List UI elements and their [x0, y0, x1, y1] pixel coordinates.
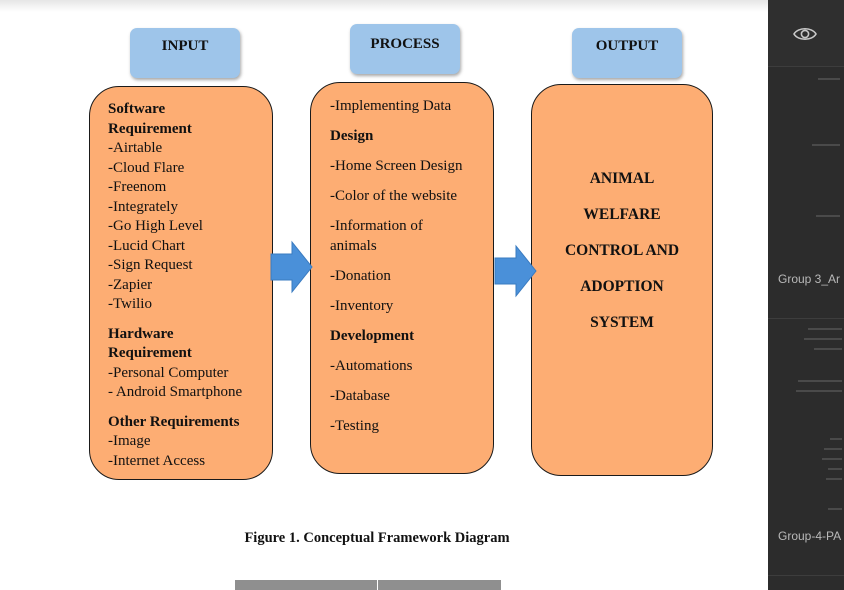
thumb-faint-text — [826, 478, 842, 480]
software-item: -Twilio — [108, 296, 152, 312]
output-line: ANIMAL — [589, 170, 655, 187]
page-top-shadow — [0, 0, 768, 12]
thumbnail-sidebar: Group 3_Ar Group-4-PA — [768, 0, 844, 590]
software-item: -Go High Level — [108, 218, 203, 234]
sidebar-divider — [768, 575, 844, 576]
development-item: -Automations — [330, 357, 413, 374]
thumb-faint-text — [798, 380, 842, 382]
input-header: INPUT — [130, 28, 240, 78]
thumb-faint-text — [830, 438, 842, 440]
figure-caption: Figure 1. Conceptual Framework Diagram — [244, 530, 510, 546]
thumb-faint-text — [814, 348, 842, 350]
process-item: -Inventory — [330, 297, 394, 314]
thumb-faint-text — [828, 508, 842, 510]
process-item: -Donation — [330, 267, 391, 284]
thumb-faint-text — [816, 215, 840, 217]
other-item: -Image — [108, 433, 151, 449]
thumb-faint-text — [796, 390, 842, 392]
document-title[interactable]: Group-4-PA — [778, 529, 842, 543]
next-figure-top — [378, 580, 501, 590]
development-item: -Database — [330, 387, 390, 404]
arrow-right-icon — [494, 244, 537, 298]
thumb-faint-text — [804, 338, 842, 340]
info-line-2: animals — [330, 237, 377, 254]
software-item: -Sign Request — [108, 257, 193, 273]
thumb-faint-text — [808, 328, 842, 330]
thumb-faint-text — [812, 144, 840, 146]
hardware-heading-1: Hardware — [108, 325, 174, 342]
software-heading-2: Requirement — [108, 120, 192, 137]
input-header-label: INPUT — [161, 38, 209, 54]
thumb-faint-text — [828, 468, 842, 470]
process-header: PROCESS — [350, 24, 460, 74]
development-item: -Testing — [330, 417, 379, 434]
hardware-heading-2: Requirement — [108, 345, 192, 361]
output-line: SYSTEM — [590, 314, 654, 331]
software-item: -Integrately — [108, 198, 178, 215]
arrow-right-icon — [270, 240, 313, 294]
design-item: -Color of the website — [330, 188, 458, 204]
sidebar-divider — [768, 66, 844, 67]
hardware-item: - Android Smartphone — [108, 384, 243, 400]
output-header-label: OUTPUT — [595, 38, 659, 54]
process-item: -Implementing Data — [330, 98, 452, 114]
process-header-label: PROCESS — [370, 36, 440, 52]
output-header: OUTPUT — [572, 28, 682, 78]
info-line-1: -Information of — [330, 218, 423, 234]
other-item: -Internet Access — [108, 452, 206, 469]
thumb-faint-text — [824, 448, 842, 450]
software-item: -Cloud Flare — [108, 159, 185, 176]
hardware-item: -Personal Computer — [108, 364, 229, 381]
output-line: CONTROL AND — [564, 242, 680, 259]
output-line: WELFARE — [583, 206, 661, 223]
sidebar-divider — [768, 318, 844, 319]
software-item: -Freenom — [108, 179, 167, 195]
software-item: -Airtable — [108, 140, 163, 156]
document-page: INPUT PROCESS OUTPUT Software Requiremen… — [0, 0, 768, 590]
other-heading: Other Requirements — [108, 413, 240, 430]
thumb-faint-text — [818, 78, 840, 80]
thumb-faint-text — [822, 458, 842, 460]
development-heading: Development — [330, 327, 415, 344]
software-heading-1: Software — [108, 101, 166, 117]
software-item: -Zapier — [108, 276, 153, 293]
input-box: Software Requirement -Airtable -Cloud Fl… — [89, 86, 273, 480]
sidebar-toolbar — [768, 0, 844, 66]
eye-icon[interactable] — [793, 25, 817, 43]
design-heading: Design — [330, 128, 374, 144]
software-item: -Lucid Chart — [108, 237, 186, 254]
output-line: ADOPTION — [580, 278, 664, 295]
output-box: ANIMAL WELFARE CONTROL AND ADOPTION SYST… — [531, 84, 713, 476]
next-figure-top — [235, 580, 377, 590]
design-item: -Home Screen Design — [330, 158, 463, 174]
output-text: ANIMAL WELFARE CONTROL AND ADOPTION SYST… — [532, 161, 712, 341]
document-title[interactable]: Group 3_Ar — [778, 272, 841, 286]
process-box: -Implementing Data Design -Home Screen D… — [310, 82, 494, 474]
